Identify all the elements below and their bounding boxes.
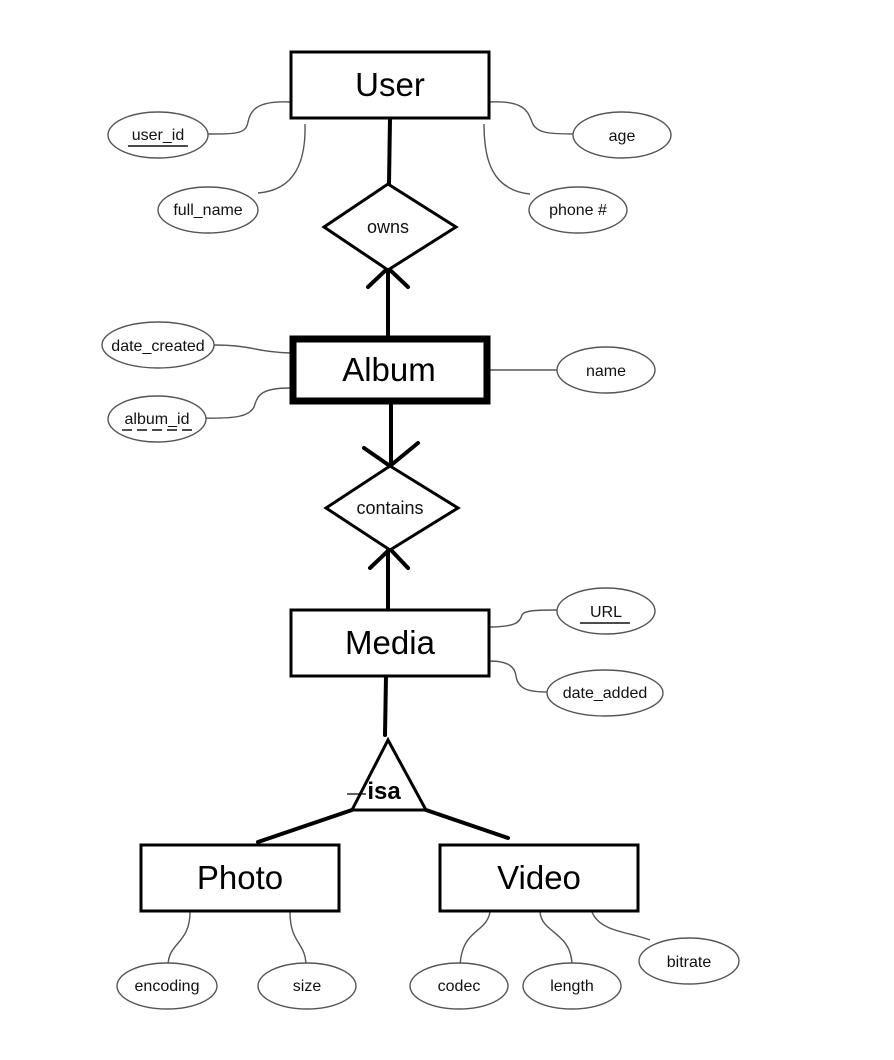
- entity-photo: Photo: [139, 843, 341, 913]
- attr-date-created: date_created: [101, 321, 215, 369]
- conn-codec: [459, 911, 491, 967]
- conn-encoding: [167, 911, 191, 967]
- attr-encoding-label: encoding: [135, 978, 200, 995]
- attr-full-name: full_name: [157, 186, 259, 234]
- conn-length: [539, 911, 573, 967]
- attr-size: size: [257, 962, 357, 1010]
- line-isa-video: [424, 808, 510, 840]
- attr-age-label: age: [609, 128, 636, 145]
- conn-phone: [483, 123, 531, 195]
- conn-age: [488, 101, 576, 135]
- attr-user-id-label: user_id: [132, 127, 184, 144]
- entity-album-label: Album: [342, 351, 436, 388]
- isa-triangle: isa: [347, 736, 429, 812]
- entity-video: Video: [438, 843, 640, 913]
- isa-label: isa: [367, 778, 401, 805]
- conn-album-id: [196, 387, 291, 419]
- conn-size: [289, 911, 307, 967]
- attr-size-label: size: [293, 978, 322, 995]
- entity-media: Media: [289, 608, 491, 678]
- attr-full-name-label: full_name: [173, 202, 242, 219]
- attr-phone-label: phone #: [549, 202, 607, 219]
- line-user-owns: [387, 116, 392, 186]
- attr-codec: codec: [409, 962, 509, 1010]
- attr-age: age: [572, 111, 672, 159]
- entity-video-label: Video: [497, 859, 581, 896]
- relationship-contains-label: contains: [356, 498, 423, 518]
- attr-date-added-label: date_added: [563, 685, 648, 702]
- attr-bitrate: bitrate: [638, 937, 740, 985]
- attr-album-name-label: name: [586, 363, 626, 380]
- attr-encoding: encoding: [116, 962, 218, 1010]
- entity-user: User: [289, 50, 491, 120]
- conn-user-id: [206, 101, 292, 135]
- conn-bitrate: [591, 911, 651, 941]
- conn-full-name: [257, 123, 306, 194]
- attr-length: length: [522, 962, 622, 1010]
- conn-date-added: [488, 660, 549, 693]
- conn-url: [488, 609, 558, 628]
- relationship-owns: owns: [321, 182, 459, 272]
- relationship-owns-label: owns: [367, 217, 409, 237]
- entity-media-label: Media: [345, 624, 436, 661]
- attr-codec-label: codec: [438, 978, 481, 995]
- attr-phone: phone #: [528, 186, 628, 234]
- line-media-isa: [383, 674, 388, 737]
- attr-url-label: URL: [590, 604, 622, 621]
- attr-album-id: album_id: [107, 395, 207, 443]
- attr-album-id-label: album_id: [125, 411, 190, 428]
- conn-date-created: [213, 344, 291, 354]
- attr-date-created-label: date_created: [111, 338, 204, 355]
- line-isa-photo: [256, 808, 354, 844]
- attr-url: URL: [556, 587, 656, 635]
- attr-length-label: length: [550, 978, 594, 995]
- attr-album-name: name: [556, 346, 656, 394]
- relationship-contains: contains: [323, 464, 461, 552]
- entity-user-label: User: [355, 66, 425, 103]
- attribute-lines: [167, 101, 651, 967]
- attr-bitrate-label: bitrate: [667, 954, 712, 971]
- entity-album: Album: [289, 335, 491, 405]
- attr-user-id: user_id: [107, 111, 209, 159]
- entity-photo-label: Photo: [197, 859, 283, 896]
- attr-date-added: date_added: [546, 669, 664, 717]
